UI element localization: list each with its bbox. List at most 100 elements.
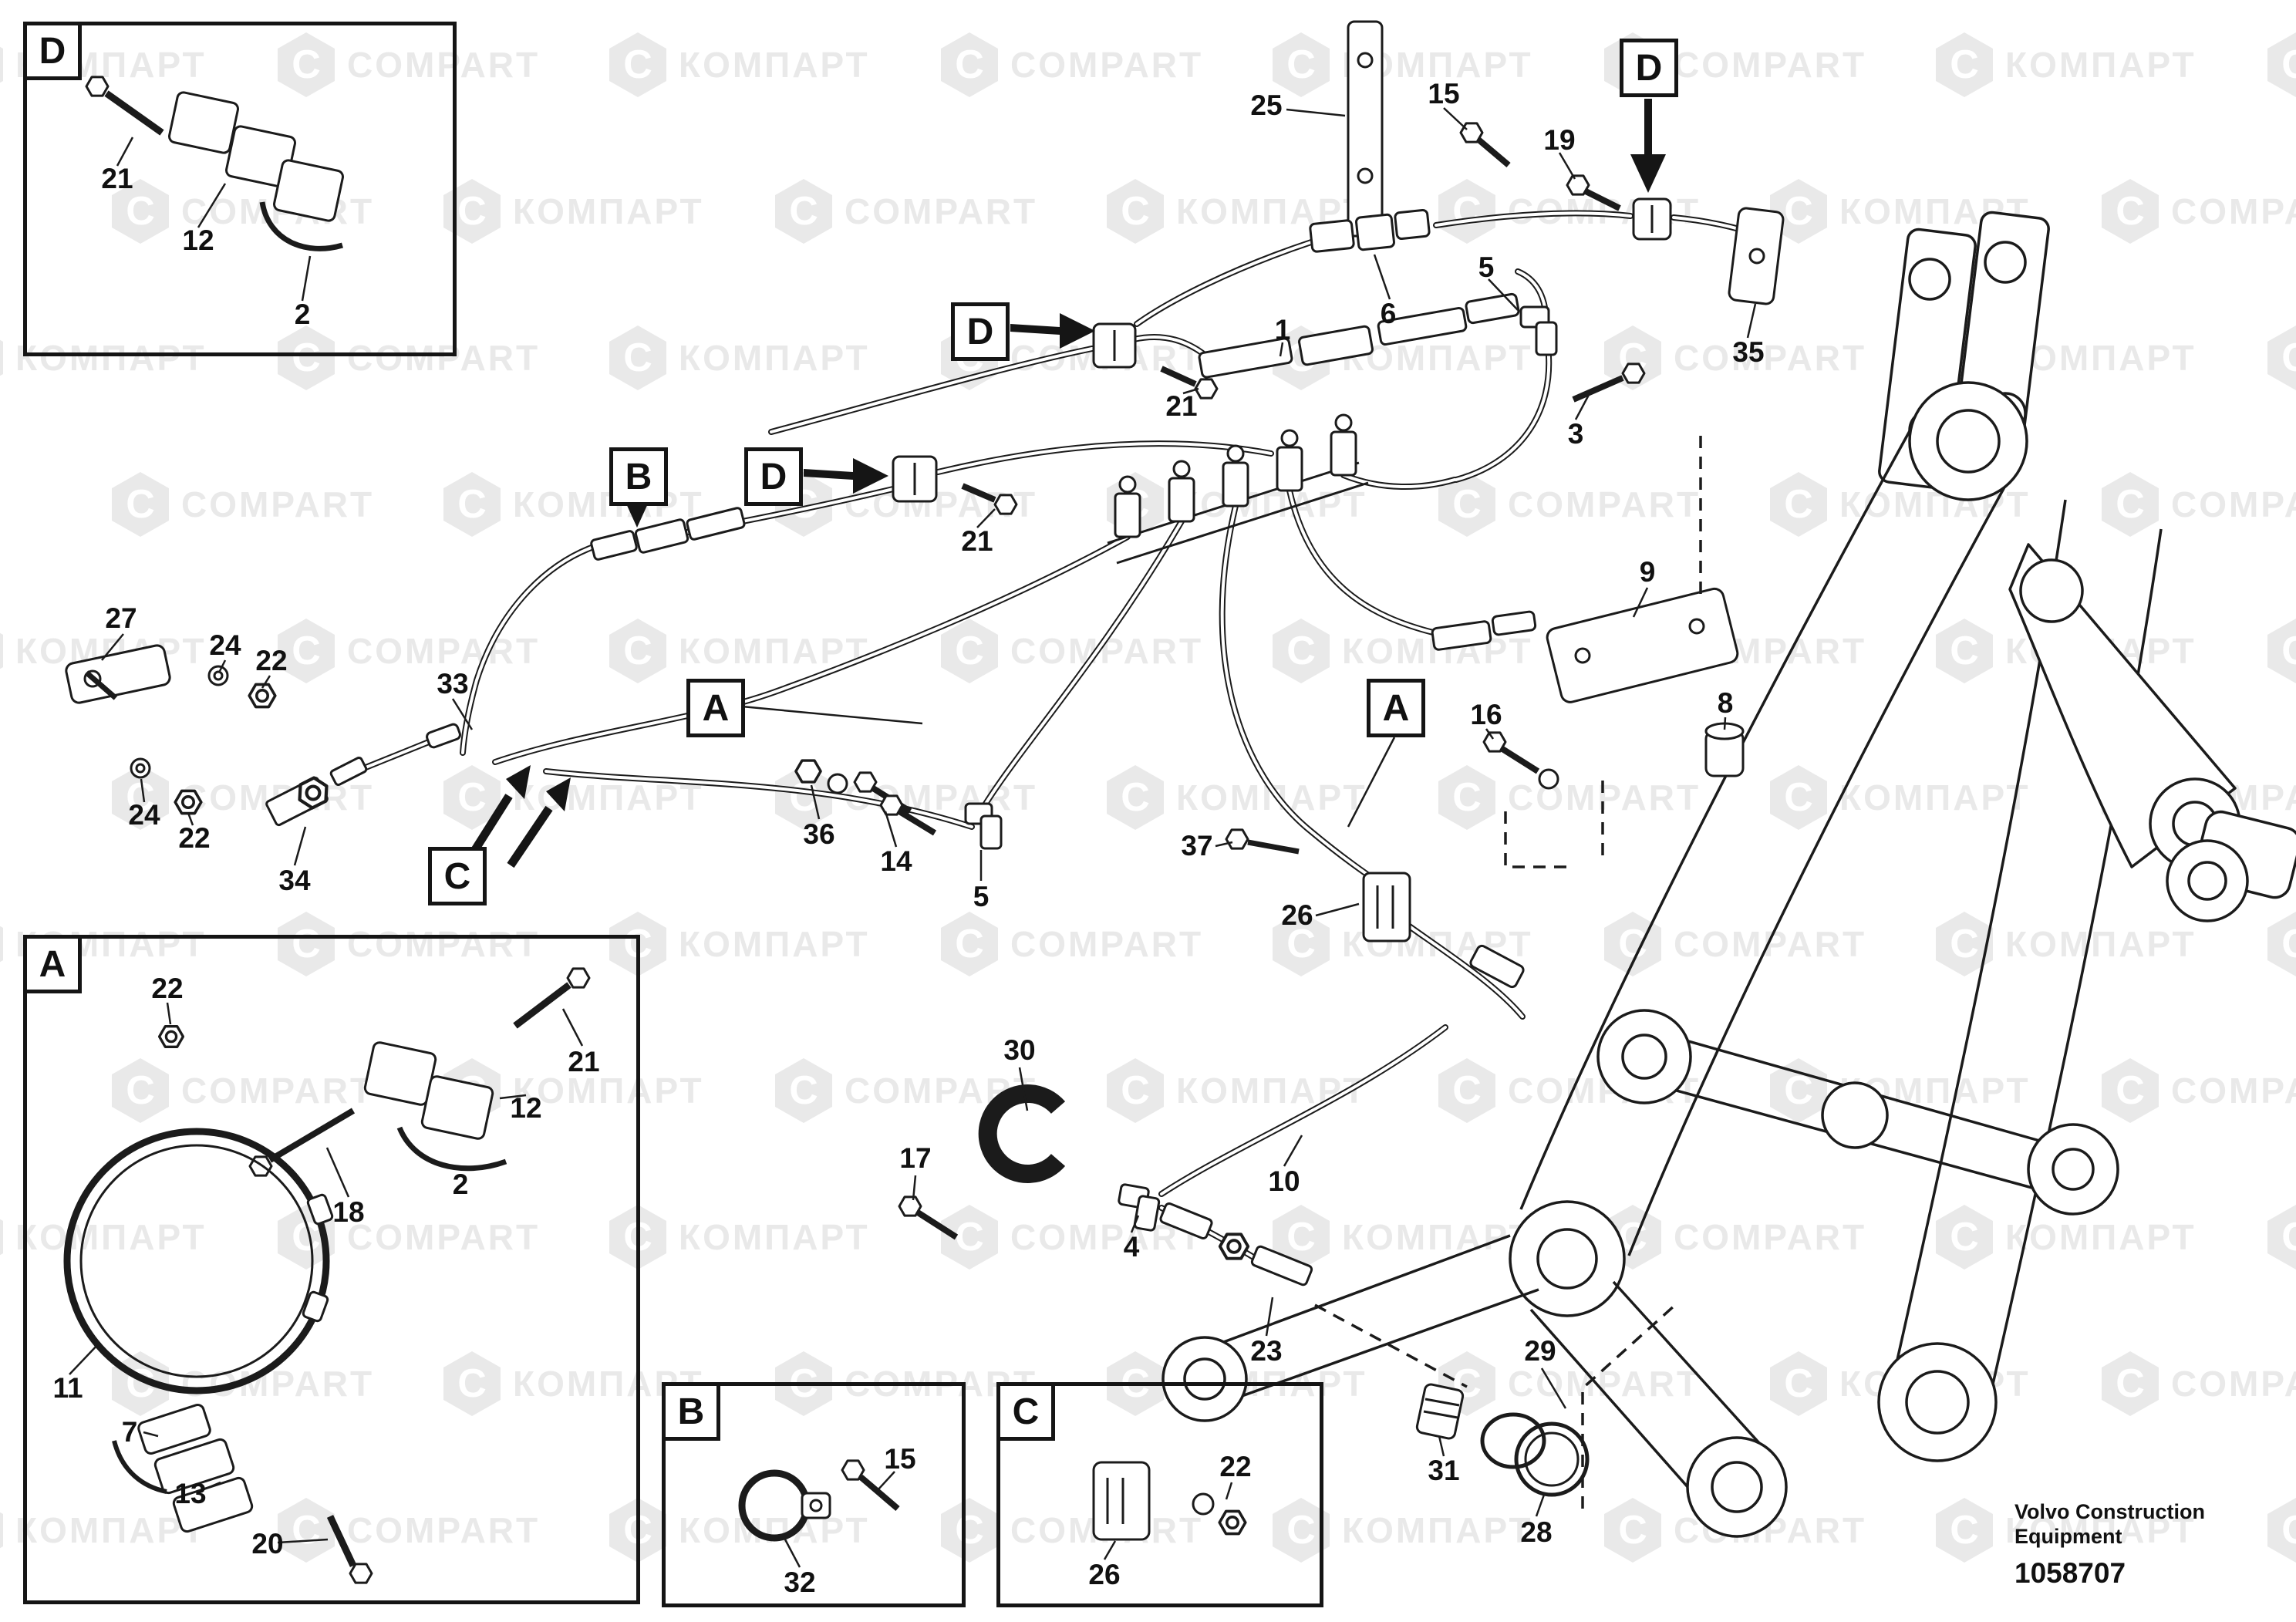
watermark-logo-icon: C bbox=[1273, 32, 1330, 97]
callout-21: 21 bbox=[1165, 390, 1198, 422]
callout-37: 37 bbox=[1181, 830, 1213, 862]
callout-21: 21 bbox=[961, 525, 993, 557]
watermark-text: COMPART bbox=[1674, 45, 1867, 85]
watermark-logo-icon: C bbox=[1438, 179, 1495, 244]
watermark-text: COMPART bbox=[181, 1071, 375, 1111]
watermark-text: КОМПАРТ bbox=[679, 338, 870, 378]
watermark-text: COMPART bbox=[181, 1364, 375, 1404]
brand-line-2: Equipment bbox=[2014, 1525, 2122, 1549]
callout-35: 35 bbox=[1732, 336, 1765, 368]
watermark-text: COMPART bbox=[2171, 484, 2296, 524]
watermark-logo-icon: C bbox=[1107, 765, 1164, 830]
callout-20: 20 bbox=[251, 1528, 284, 1560]
callout-9: 9 bbox=[1639, 556, 1656, 588]
watermark-text: КОМПАРТ bbox=[2005, 1510, 2197, 1550]
watermark-logo-icon: C bbox=[278, 619, 335, 683]
watermark-text: КОМПАРТ bbox=[1342, 338, 1533, 378]
watermark-logo-icon: C bbox=[278, 912, 335, 976]
callout-4: 4 bbox=[1123, 1231, 1140, 1263]
detail-box-d-letter: D bbox=[23, 22, 82, 80]
callout-11: 11 bbox=[52, 1372, 83, 1404]
callout-27: 27 bbox=[105, 602, 137, 634]
callout-24: 24 bbox=[209, 629, 241, 661]
detail-box-b: B bbox=[662, 1382, 966, 1607]
watermark-logo-icon: C bbox=[1273, 912, 1330, 976]
callout-21: 21 bbox=[101, 163, 133, 194]
callout-18: 18 bbox=[332, 1196, 365, 1228]
callout-33: 33 bbox=[437, 668, 469, 700]
callout-16: 16 bbox=[1470, 699, 1502, 730]
watermark-logo-icon: C bbox=[278, 325, 335, 390]
callout-32: 32 bbox=[784, 1566, 816, 1598]
callout-12: 12 bbox=[182, 224, 214, 256]
watermark-text: КОМПАРТ bbox=[1342, 1217, 1533, 1257]
callout-6: 6 bbox=[1380, 298, 1397, 329]
watermark-logo-icon: C bbox=[1770, 179, 1827, 244]
watermark-text: COMPART bbox=[2171, 1071, 2296, 1111]
watermark-logo-icon: C bbox=[1438, 765, 1495, 830]
watermark-text: COMPART bbox=[347, 1510, 541, 1550]
watermark-text: КОМПАРТ bbox=[513, 484, 704, 524]
callout-leader-lines bbox=[69, 107, 1757, 1568]
watermark: C COMPART bbox=[278, 325, 540, 390]
watermark-logo-icon: C bbox=[0, 325, 3, 390]
loader-arm-assembly bbox=[1161, 211, 2296, 1538]
callout-17: 17 bbox=[899, 1142, 932, 1174]
section-label-b: B bbox=[609, 447, 668, 506]
callout-25: 25 bbox=[1250, 89, 1283, 121]
section-label-d: D bbox=[951, 302, 1010, 361]
section-label-a: A bbox=[686, 679, 745, 737]
callout-28: 28 bbox=[1520, 1516, 1553, 1548]
watermark-logo-icon: C bbox=[1438, 1058, 1495, 1123]
detail-box-contents bbox=[63, 76, 1247, 1584]
section-arrow-tails bbox=[468, 794, 553, 868]
detail-box-d: D bbox=[23, 22, 457, 356]
callout-15: 15 bbox=[1428, 78, 1460, 110]
watermark-text: КОМПАРТ bbox=[679, 1510, 870, 1550]
callout-5: 5 bbox=[973, 881, 990, 912]
watermark-text: КОМПАРТ bbox=[513, 1071, 704, 1111]
watermark-text: COMPART bbox=[1010, 45, 1204, 85]
watermark-text: КОМПАРТ bbox=[679, 631, 870, 671]
watermark-text: COMPART bbox=[181, 484, 375, 524]
detail-box-a-letter: A bbox=[23, 935, 82, 993]
dashed-reference-lines bbox=[1314, 436, 1702, 1509]
detail-box-c-letter: C bbox=[996, 1382, 1055, 1441]
watermark: C COMPART bbox=[278, 619, 540, 683]
watermark-logo-icon: C bbox=[941, 1498, 998, 1563]
callout-15: 15 bbox=[884, 1443, 916, 1475]
callout-30: 30 bbox=[1003, 1034, 1036, 1066]
callout-2: 2 bbox=[294, 298, 311, 330]
callout-34: 34 bbox=[278, 865, 311, 896]
callout-1: 1 bbox=[1274, 314, 1291, 346]
callout-7: 7 bbox=[121, 1416, 138, 1448]
watermark-text: COMPART bbox=[347, 338, 541, 378]
watermark-text: COMPART bbox=[1674, 338, 1867, 378]
watermark-text: COMPART bbox=[347, 631, 541, 671]
callout-2: 2 bbox=[452, 1168, 469, 1200]
callout-10: 10 bbox=[1268, 1165, 1300, 1197]
detail-box-a: A bbox=[23, 935, 640, 1604]
